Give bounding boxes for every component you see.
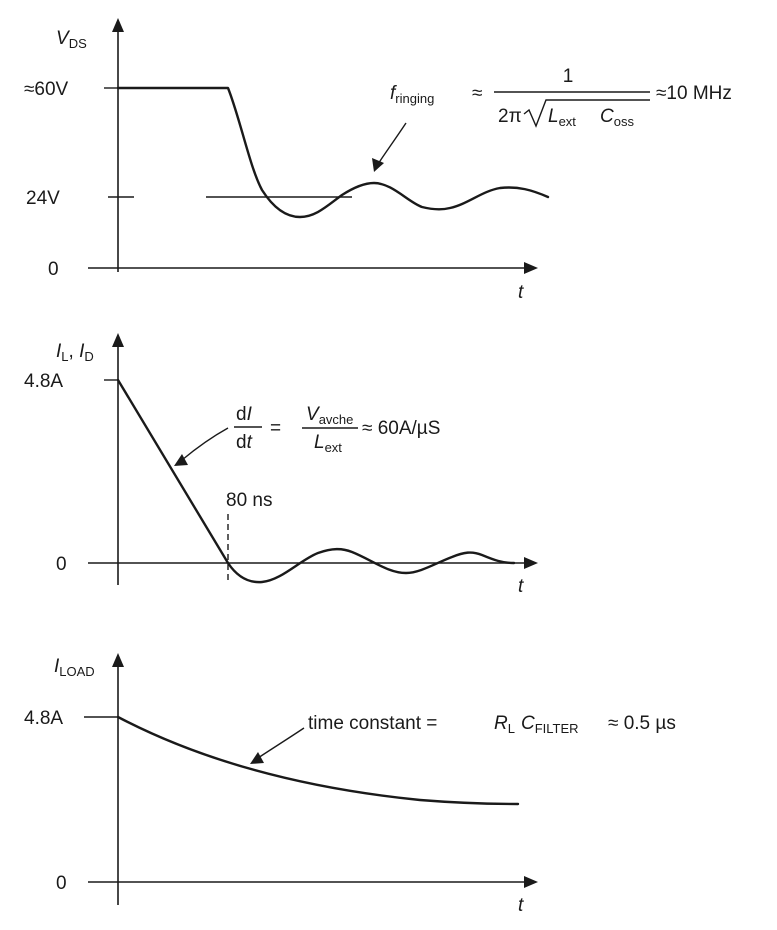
ild-y-axis-arrow xyxy=(112,333,124,347)
ild-x-axis-arrow xyxy=(524,557,538,569)
vds-y-label: VDS xyxy=(56,28,87,51)
formula-di-dt-result: ≈ 60A/µS xyxy=(362,418,440,439)
vds-tick-0-label: 0 xyxy=(48,259,59,280)
formula-dt: dt xyxy=(236,432,253,453)
ild-tick-48-label: 4.8A xyxy=(24,371,63,392)
iload-x-label: t xyxy=(518,895,524,916)
ild-annotation-arrowhead xyxy=(174,454,188,466)
ild-tick-0-label: 0 xyxy=(56,554,67,575)
panel-il-id: IL, ID 4.8A 0 t 80 ns dI dt = Vavche Lex… xyxy=(24,333,538,597)
formula-approx: ≈ xyxy=(472,83,482,104)
formula-f: fringing xyxy=(390,83,434,106)
iload-waveform xyxy=(116,715,520,806)
formula-numerator: 1 xyxy=(563,66,574,87)
ild-annotation-arrow xyxy=(181,427,229,461)
formula-sqrt-sign xyxy=(523,99,650,128)
formula-result: ≈10 MHz xyxy=(656,83,732,104)
iload-tick-48-label: 4.8A xyxy=(24,708,63,729)
di-dt-formula: dI dt = Vavche Lext ≈ 60A/µS xyxy=(234,404,440,455)
vds-x-axis-arrow xyxy=(524,262,538,274)
vds-tick-24-label: 24V xyxy=(26,188,60,209)
ild-waveform xyxy=(116,378,516,584)
formula-dI: dI xyxy=(236,404,253,425)
ild-80ns-label: 80 ns xyxy=(226,490,272,511)
formula-L-ext: Lext xyxy=(314,432,342,455)
vds-tick-60-label: ≈60V xyxy=(24,79,69,100)
iload-annotation-arrow xyxy=(257,727,305,759)
formula-RL: RL xyxy=(494,713,515,736)
panel-iload: ILOAD 4.8A 0 t time constant = RL CFILTE… xyxy=(24,653,676,916)
vds-annotation-arrowhead xyxy=(372,158,384,172)
vds-waveform xyxy=(116,86,550,219)
time-constant-formula: time constant = RL CFILTER ≈ 0.5 µs xyxy=(308,713,676,736)
ild-x-label: t xyxy=(518,576,524,597)
vds-y-axis-arrow xyxy=(112,18,124,32)
ild-y-label: IL, ID xyxy=(56,341,94,364)
iload-y-label: ILOAD xyxy=(54,656,95,679)
formula-equals: = xyxy=(270,418,281,439)
iload-y-axis-arrow xyxy=(112,653,124,667)
formula-time-constant-text: time constant = xyxy=(308,713,437,734)
vds-x-label: t xyxy=(518,282,524,303)
ringing-frequency-formula: fringing ≈ 1 2π Lext Coss ≈10 MHz xyxy=(390,66,732,129)
panel-vds: VDS ≈60V 24V 0 t fringing ≈ 1 2π Lext Co… xyxy=(24,18,732,303)
formula-L: Lext xyxy=(548,106,576,129)
formula-V: Vavche xyxy=(306,404,353,427)
vds-annotation-arrow xyxy=(377,122,407,165)
iload-x-axis-arrow xyxy=(524,876,538,888)
formula-CFILTER: CFILTER xyxy=(521,713,579,736)
formula-den-prefix: 2π xyxy=(498,106,522,127)
iload-annotation-arrowhead xyxy=(250,752,264,764)
formula-C: Coss xyxy=(600,106,634,129)
formula-tc-result: ≈ 0.5 µs xyxy=(608,713,676,734)
iload-tick-0-label: 0 xyxy=(56,873,67,894)
